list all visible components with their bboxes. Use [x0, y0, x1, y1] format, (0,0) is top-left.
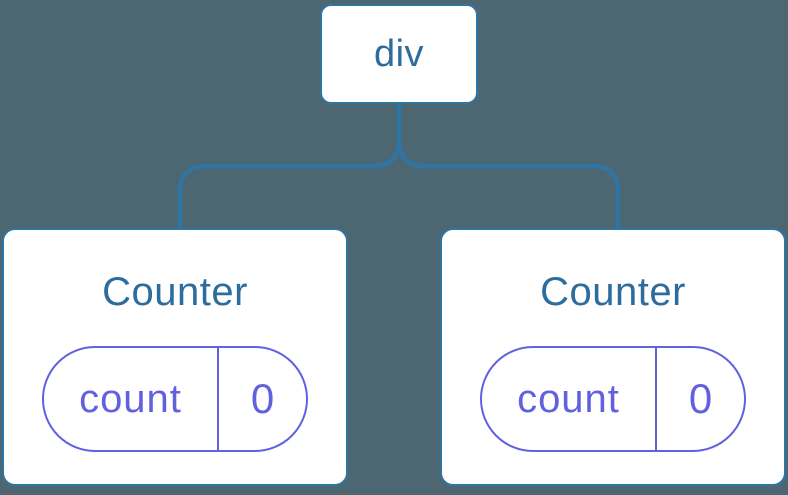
- tree-node-counter-right: Counter count 0: [440, 228, 786, 486]
- state-value-label: 0: [688, 375, 713, 422]
- state-key-label: count: [79, 376, 182, 421]
- state-badge: count 0: [42, 346, 308, 452]
- state-badge-divider: [217, 348, 219, 450]
- component-name-label: Counter: [540, 270, 686, 314]
- state-value-label: 0: [250, 375, 275, 422]
- connector-right-branch: [396, 98, 621, 230]
- root-node-label: div: [373, 32, 425, 75]
- component-name-label: Counter: [102, 270, 248, 314]
- state-badge: count 0: [480, 346, 746, 452]
- state-badge-divider: [655, 348, 657, 450]
- state-key-label: count: [517, 376, 620, 421]
- tree-node-root-div: div: [320, 4, 478, 104]
- tree-node-counter-left: Counter count 0: [2, 228, 348, 486]
- connector-left-branch: [177, 98, 402, 230]
